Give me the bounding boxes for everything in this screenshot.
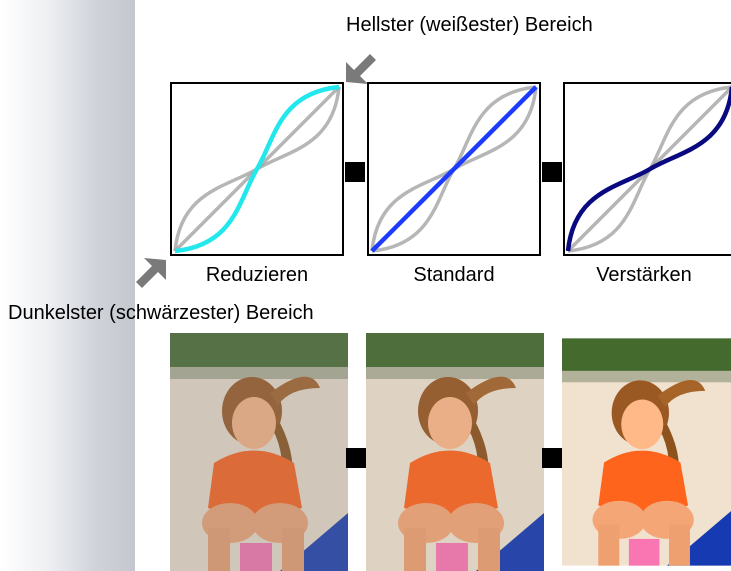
- photo-shirt: [404, 450, 498, 516]
- photo-trees: [170, 333, 348, 373]
- caption-standard: Standard: [413, 264, 495, 286]
- caption-reduce: Reduzieren: [205, 264, 309, 286]
- photo-reduced: [170, 333, 348, 571]
- photo-trees: [562, 338, 731, 377]
- connector-3: [346, 448, 366, 468]
- photo-standard: [366, 333, 544, 571]
- connector-4: [542, 448, 562, 468]
- arrow-up-right-icon: [136, 258, 166, 288]
- photo-enhanced: [562, 333, 731, 571]
- tone-curve-reduce: [170, 82, 344, 256]
- tone-curve-standard: [367, 82, 541, 256]
- photo-face: [621, 399, 664, 450]
- photo-shirt: [598, 450, 689, 513]
- photo-blue-board: [667, 511, 731, 566]
- active-tone-curve: [174, 84, 340, 254]
- caption-enhance: Verstärken: [596, 264, 692, 286]
- tone-curve-enhance: [563, 82, 731, 256]
- connector-2: [542, 162, 562, 182]
- brightest-area-label: Hellster (weißester) Bereich: [346, 14, 593, 36]
- photo-face: [428, 397, 472, 449]
- background-gradient: [0, 0, 135, 571]
- photo-face: [232, 397, 276, 449]
- photo-trees: [366, 333, 544, 373]
- active-tone-curve: [565, 86, 731, 252]
- connector-1: [345, 162, 365, 182]
- photo-shirt: [208, 450, 302, 516]
- darkest-area-label: Dunkelster (schwärzester) Bereich: [8, 302, 314, 324]
- arrow-down-left-icon: [346, 54, 376, 84]
- active-tone-curve: [370, 85, 538, 253]
